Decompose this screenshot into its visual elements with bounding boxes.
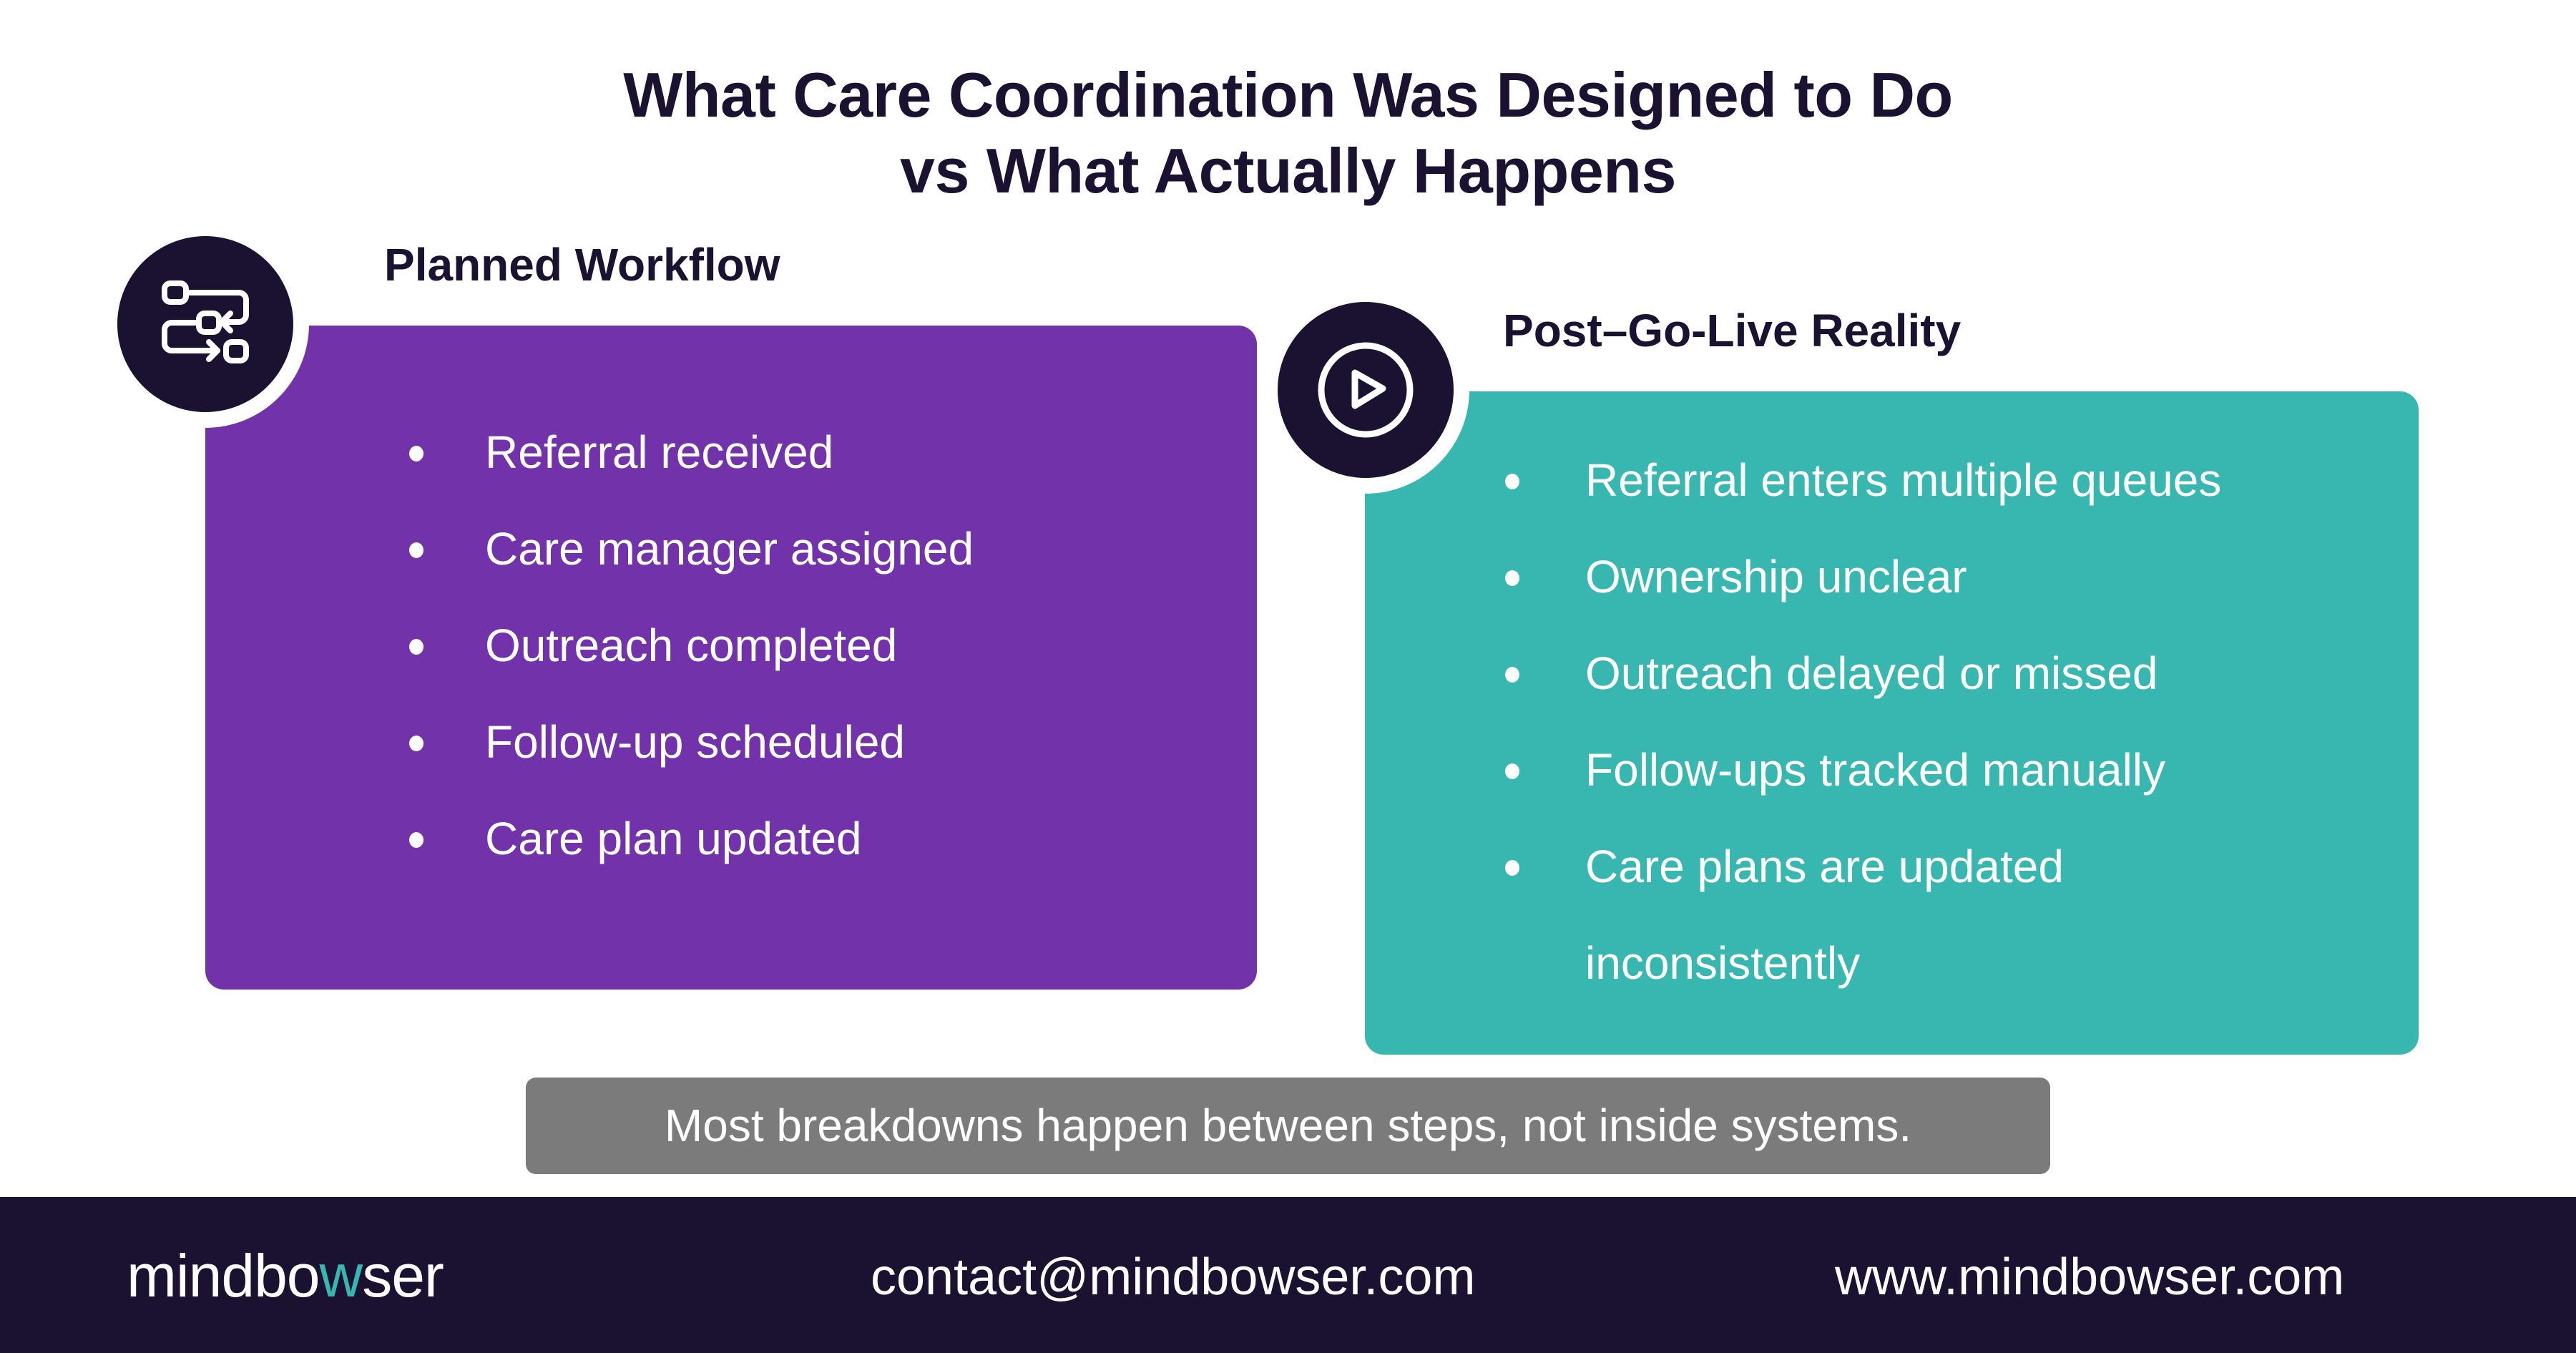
list-item: Outreach delayed or missed [1505, 625, 2243, 722]
contact-email-link[interactable]: contact@mindbowser.com [871, 1249, 1476, 1306]
planned-workflow-list: Referral received Care manager assigned … [409, 404, 974, 887]
list-item: Care manager assigned [409, 501, 974, 597]
bullet-icon [409, 446, 423, 461]
list-item: Referral received [409, 404, 974, 501]
list-item: Referral enters multiple queues [1505, 432, 2243, 529]
list-item: Follow-up scheduled [409, 694, 974, 791]
list-item: Follow-ups tracked manually [1505, 722, 2243, 819]
workflow-icon [117, 236, 293, 412]
planned-workflow-heading: Planned Workflow [384, 239, 780, 290]
bullet-icon [409, 639, 423, 655]
page-title-line-1: What Care Coordination Was Designed to D… [623, 59, 1953, 130]
planned-workflow-panel [205, 326, 1257, 990]
play-circle-icon [1278, 302, 1454, 478]
post-go-live-list: Referral enters multiple queues Ownershi… [1505, 432, 2243, 1012]
bullet-icon [409, 736, 423, 751]
list-item: Outreach completed [409, 597, 974, 694]
bullet-icon [1505, 474, 1519, 489]
footer: mindbowser contact@mindbowser.com www.mi… [0, 1197, 2576, 1353]
bullet-icon [409, 832, 423, 848]
mindbowser-logo[interactable]: mindbowser [127, 1242, 444, 1309]
list-item: Care plans are updated inconsistently [1505, 819, 2243, 1012]
bullet-icon [1505, 667, 1519, 683]
bullet-icon [1505, 570, 1519, 586]
post-go-live-heading: Post–Go-Live Reality [1503, 305, 1962, 356]
takeaway-banner: Most breakdowns happen between steps, no… [526, 1078, 2050, 1174]
post-go-live-reality-panel [1365, 391, 2419, 1055]
list-item: Care plan updated [409, 791, 974, 887]
website-link[interactable]: www.mindbowser.com [1835, 1249, 2345, 1306]
list-item: Ownership unclear [1505, 529, 2243, 625]
bullet-icon [409, 542, 423, 558]
bullet-icon [1505, 763, 1519, 779]
bullet-icon [1505, 860, 1519, 876]
page-title-line-2: vs What Actually Happens [900, 135, 1677, 206]
